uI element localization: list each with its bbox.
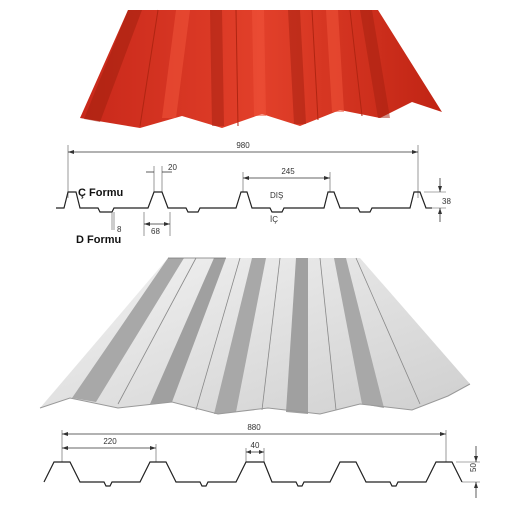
dim-245-label: 245 <box>281 167 295 176</box>
bottom-profile-line <box>43 461 463 487</box>
dim-980-label: 980 <box>236 141 250 150</box>
form-c-label: Ç Formu <box>78 187 123 199</box>
dim-8-label: 8 <box>117 225 122 234</box>
dim-40-label: 40 <box>251 441 260 450</box>
dim-38-label: 38 <box>442 197 451 206</box>
inner-side-label: İÇ <box>270 215 278 224</box>
form-d-label: D Formu <box>76 234 121 246</box>
top-profile-line <box>56 191 432 213</box>
outer-side-label: DIŞ <box>270 191 283 200</box>
red-sheet-image <box>80 9 442 128</box>
dim-880-label: 880 <box>247 423 261 432</box>
dim-220-label: 220 <box>103 437 117 446</box>
dim-50-label: 50 <box>469 463 478 472</box>
dim-68-label: 68 <box>151 227 160 236</box>
bottom-profile-section: 880 220 40 50 <box>43 423 480 498</box>
top-profile-section: 980 20 245 DIŞ İÇ 8 68 <box>56 141 451 246</box>
dim-20-label: 20 <box>168 163 177 172</box>
grey-sheet-image <box>39 257 471 415</box>
